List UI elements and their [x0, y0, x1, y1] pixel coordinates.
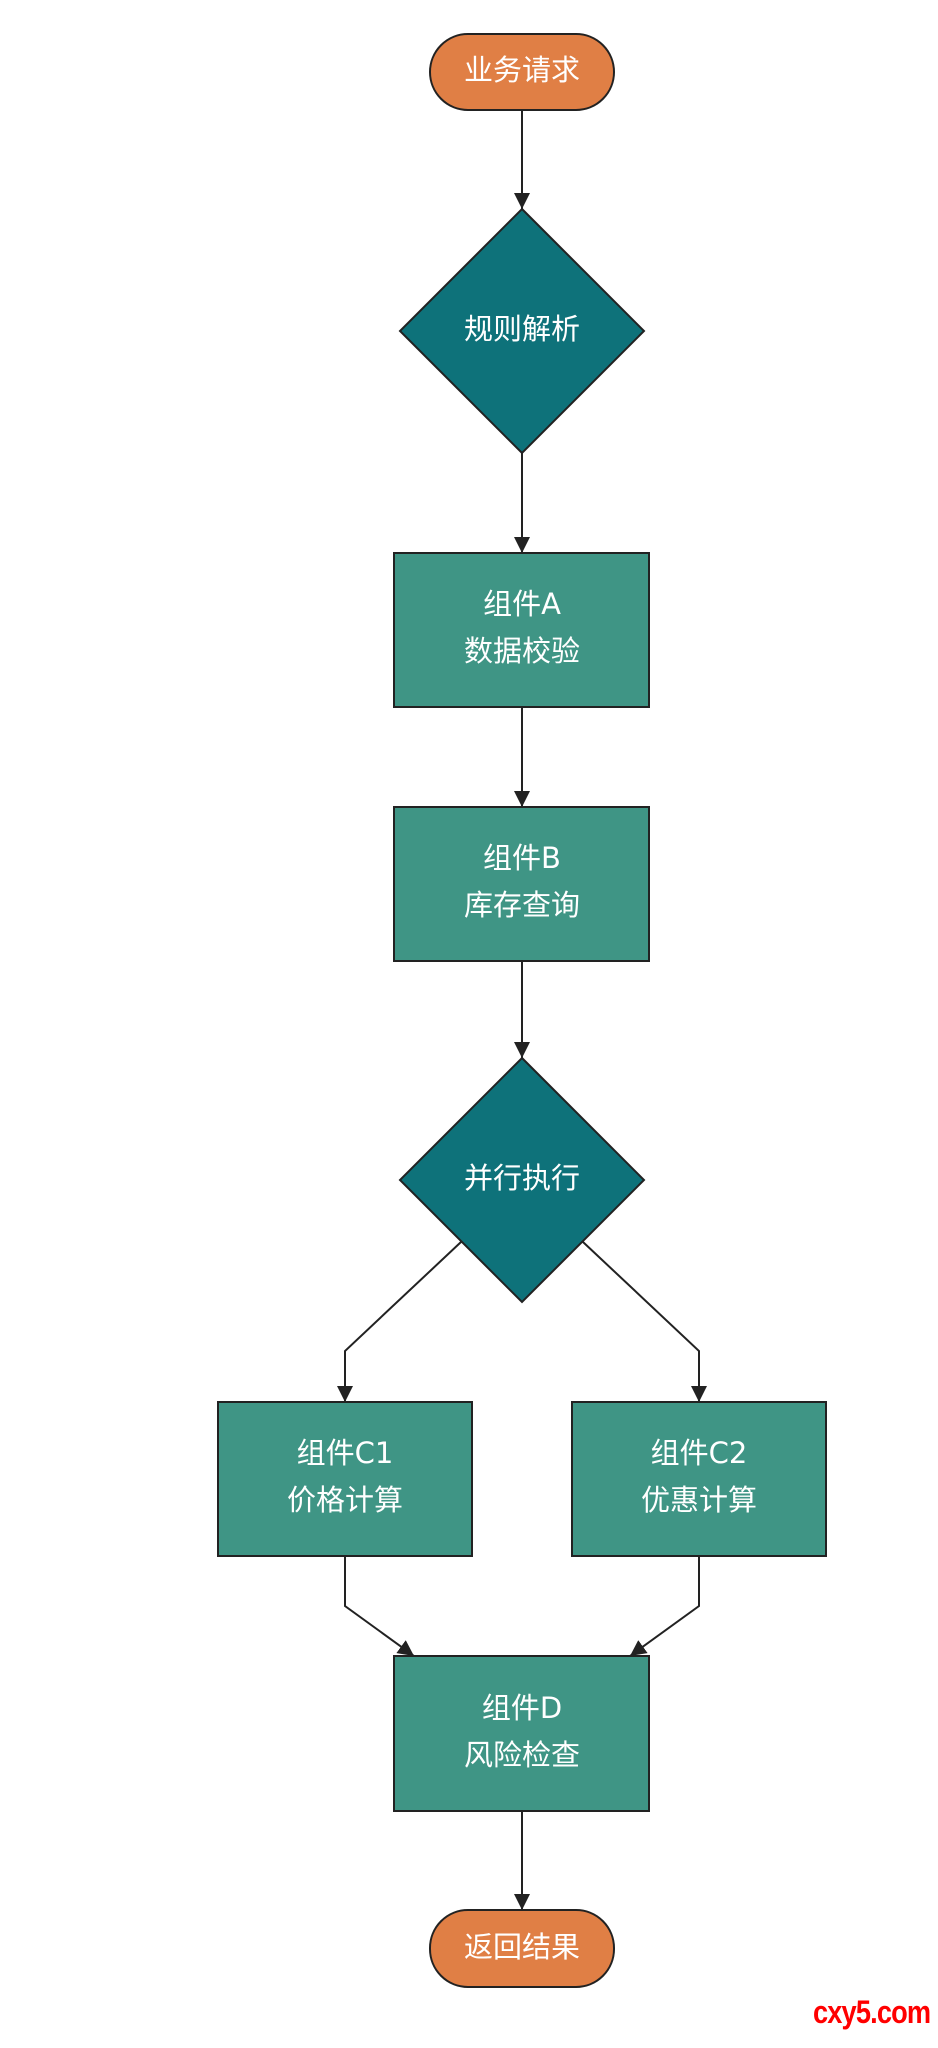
node-start: 业务请求 [429, 33, 615, 111]
node-c2-line1: 组件C2 [651, 1436, 748, 1470]
watermark: cxy5.com [813, 1994, 931, 2030]
edges [337, 110, 707, 1910]
node-parse: 规则解析 [398, 207, 646, 455]
node-d-line1: 组件D [482, 1691, 562, 1725]
node-parse-label: 规则解析 [464, 312, 580, 346]
node-c1: 组件C1 价格计算 [217, 1401, 473, 1557]
node-b-line2: 库存查询 [464, 888, 580, 922]
node-end-label: 返回结果 [464, 1930, 580, 1964]
edge-parallel-c1 [337, 1241, 462, 1402]
node-c1-line2: 价格计算 [287, 1483, 403, 1517]
node-end: 返回结果 [429, 1909, 615, 1988]
node-b-line1: 组件B [483, 841, 561, 875]
node-c1-line1: 组件C1 [297, 1436, 394, 1470]
node-b: 组件B 库存查询 [393, 806, 650, 962]
node-d: 组件D 风险检查 [393, 1655, 650, 1812]
node-parallel-label: 并行执行 [464, 1161, 580, 1195]
edge-c1-d [344, 1556, 415, 1657]
edge-c2-d [629, 1556, 700, 1657]
edge-parallel-c2 [582, 1241, 707, 1402]
node-a: 组件A 数据校验 [393, 552, 650, 708]
node-start-label: 业务请求 [464, 53, 580, 87]
node-a-line2: 数据校验 [464, 634, 580, 668]
node-parallel: 并行执行 [398, 1056, 646, 1304]
node-c2-line2: 优惠计算 [641, 1483, 757, 1517]
node-c2: 组件C2 优惠计算 [571, 1401, 827, 1557]
node-d-line2: 风险检查 [464, 1738, 580, 1772]
node-a-line1: 组件A [483, 587, 561, 621]
